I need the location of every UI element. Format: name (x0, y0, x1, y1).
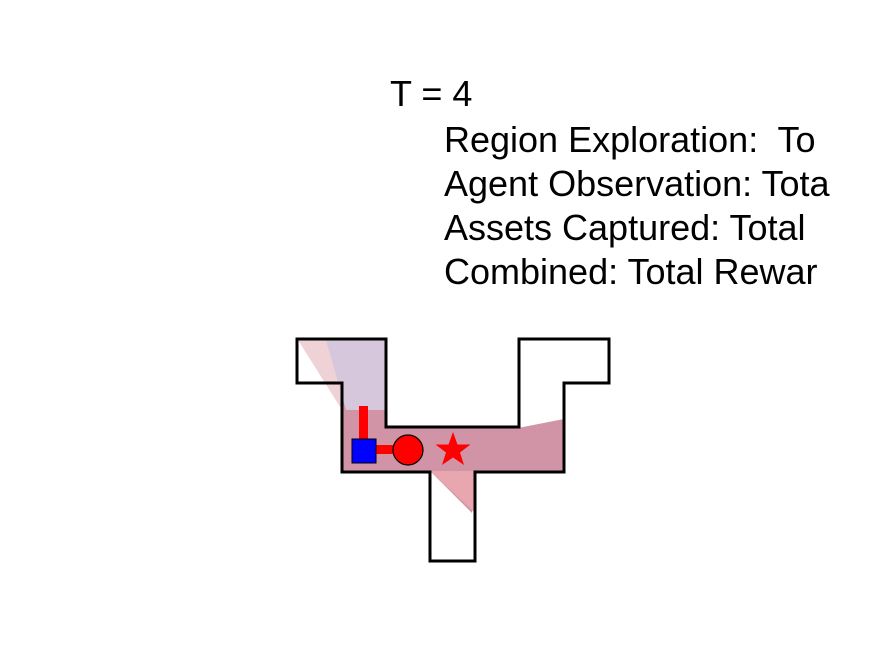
target-star-icon (435, 432, 471, 465)
map-walls (295, 337, 611, 563)
agent-observation-line: Agent Observation: Tota (444, 163, 830, 204)
region-exploration-line: Region Exploration: To (444, 119, 816, 160)
combined-reward-line: Combined: Total Rewar (444, 251, 818, 292)
assets-captured-line: Assets Captured: Total (444, 207, 806, 248)
blue-agent-square-icon (351, 438, 377, 464)
red-agent-circle-icon (392, 434, 424, 466)
trajectory-horizontal (364, 445, 404, 454)
trajectory-vertical (359, 406, 368, 450)
agent-trajectory (359, 406, 404, 454)
time-step-label: T = 4 (390, 73, 473, 114)
visibility-cone-bottom (430, 471, 475, 513)
